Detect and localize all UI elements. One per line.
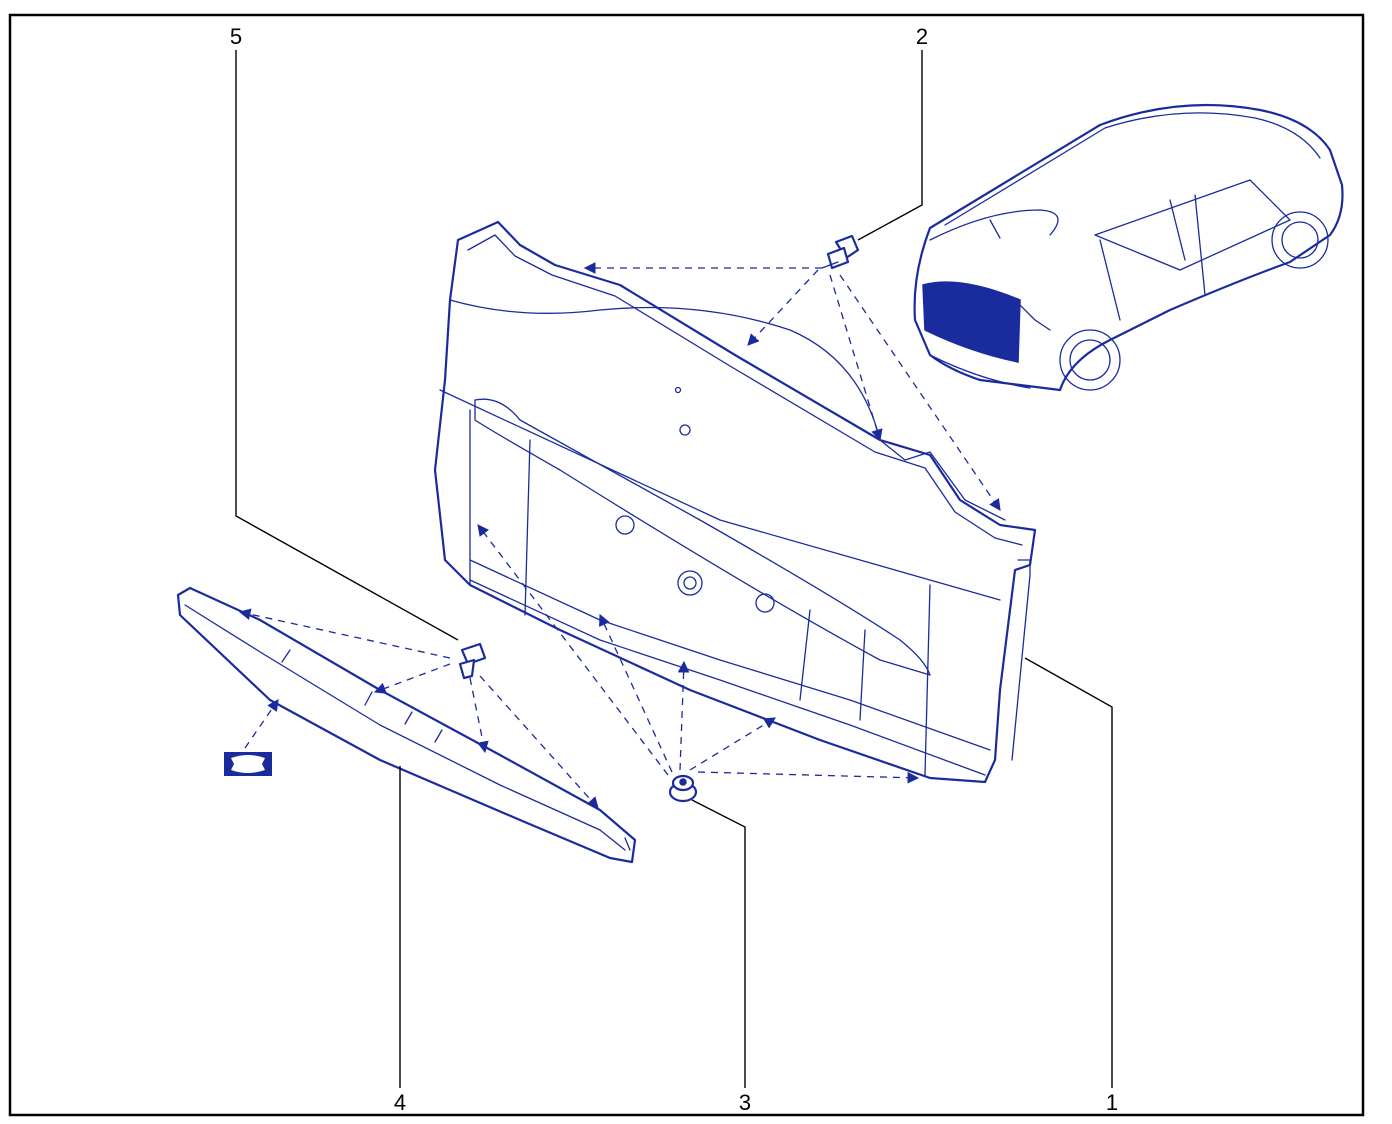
diagram-border [8, 13, 1365, 1117]
grommet-icon [668, 774, 698, 803]
clip-icon [821, 234, 860, 270]
callout-5: 5 [230, 24, 242, 49]
assembly-arrows [238, 262, 1001, 809]
lower-trim-strip [176, 586, 637, 864]
leader-lines [235, 50, 1113, 1088]
callout-2: 2 [916, 24, 928, 49]
callout-1: 1 [1106, 1090, 1118, 1115]
adhesive-pad-icon [224, 752, 272, 776]
car-icon [913, 103, 1344, 392]
callout-3: 3 [739, 1090, 751, 1115]
tailgate-trim-panel [433, 220, 1037, 784]
callout-4: 4 [394, 1090, 406, 1115]
screw-icon [458, 642, 487, 680]
